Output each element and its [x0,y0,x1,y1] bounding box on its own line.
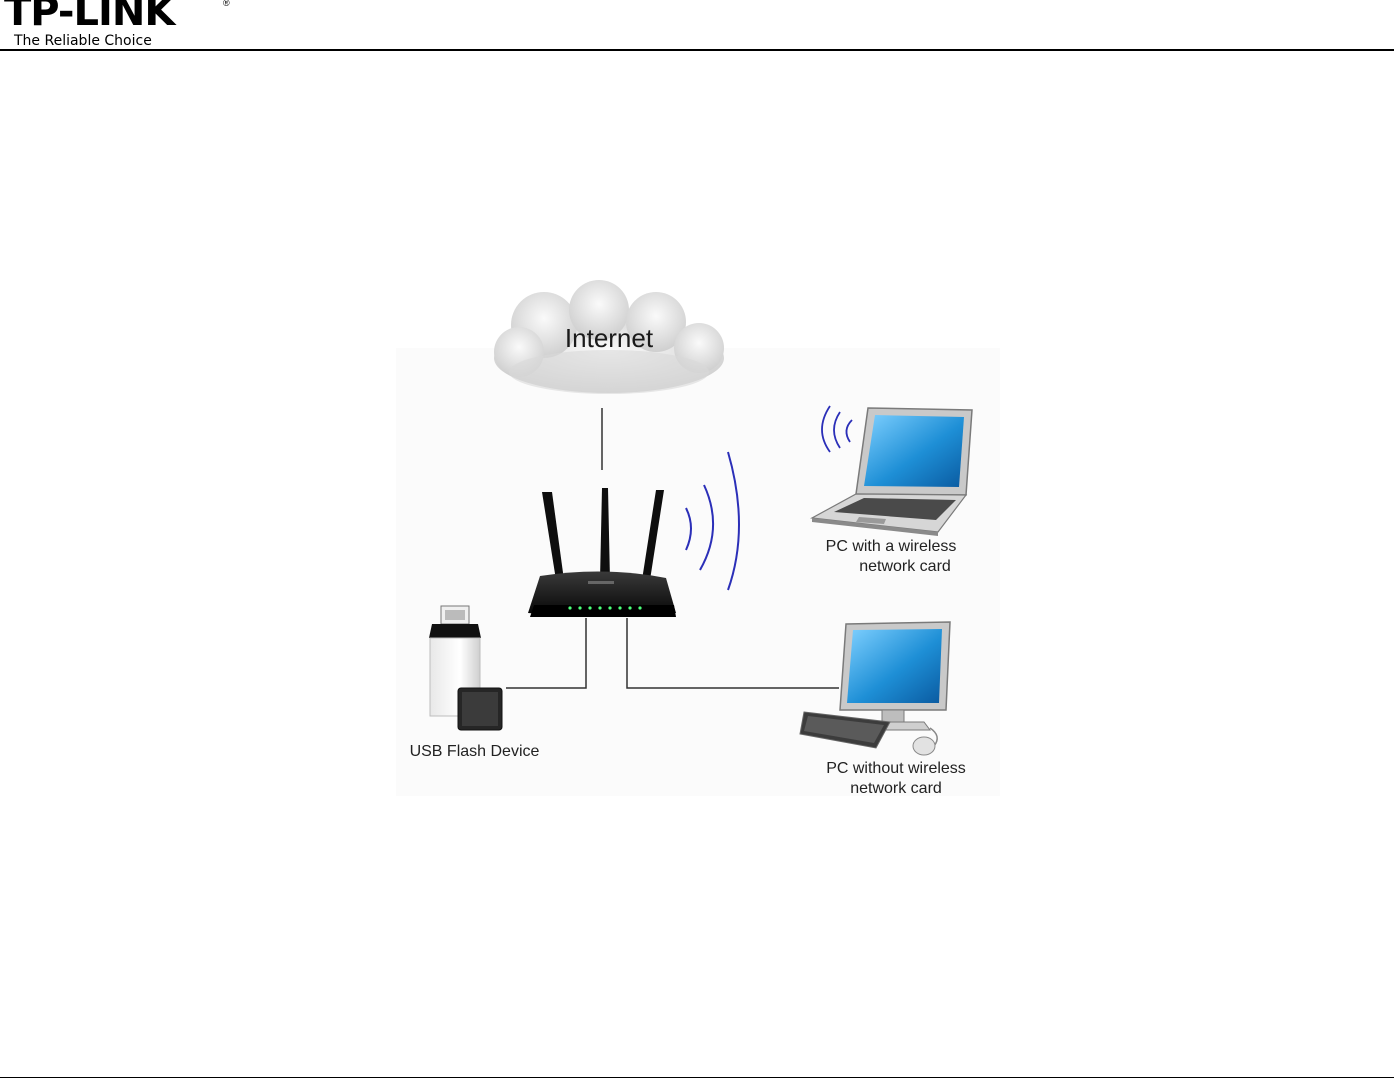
footer-divider [0,1077,1394,1078]
usb-flash-device-icon [429,605,503,731]
laptop-label-line1: PC with a wireless [825,538,957,555]
cables [506,618,839,689]
laptop-icon [810,407,973,536]
router-icon [528,571,676,617]
router-wireless-waves [685,451,740,591]
desktop-label-line1: PC without wireless [826,760,966,777]
registered-mark: ® [223,0,230,8]
tp-link-logo: TP-LINK [4,0,175,35]
laptop-wireless-waves [821,405,853,453]
laptop-label-line2: network card [859,558,951,575]
tagline: The Reliable Choice [14,33,152,49]
internet-cloud-icon [494,280,724,394]
diagram-graphics [396,280,1000,796]
desktop-pc-icon [799,621,951,756]
internet-label: Internet [564,323,654,353]
router-antennas [542,488,664,580]
usb-label: USB Flash Device [409,743,540,760]
header: TP-LINK ® The Reliable Choice [0,0,1394,52]
desktop-label-line2: network card [850,780,942,797]
header-divider [0,49,1394,51]
network-diagram: Internet PC with a wireless network card… [394,280,1004,800]
